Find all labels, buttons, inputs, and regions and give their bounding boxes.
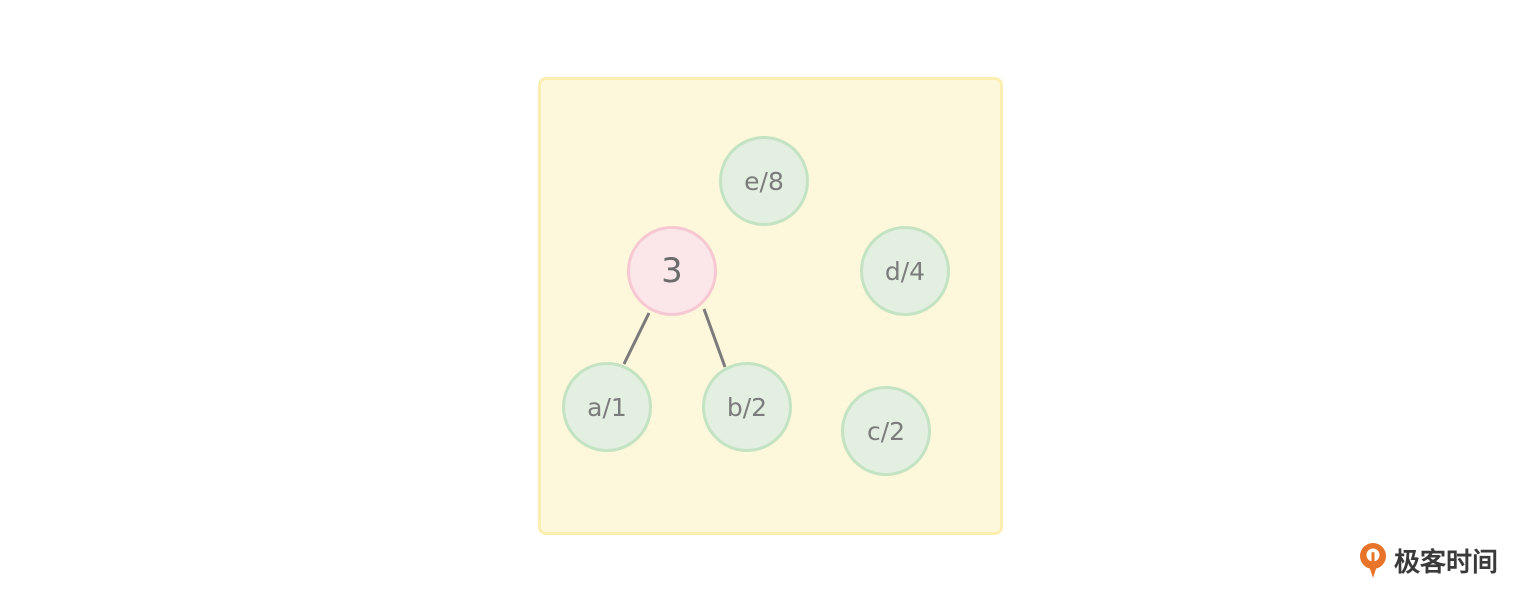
node-e: e/8: [719, 136, 809, 226]
edge-3-to-b: [702, 308, 727, 368]
watermark-logo: 极客时间: [1358, 540, 1498, 580]
node-a-label: a/1: [587, 392, 627, 422]
node-b: b/2: [702, 362, 792, 452]
node-c: c/2: [841, 386, 931, 476]
node-c-label: c/2: [866, 416, 906, 446]
node-b-label: b/2: [726, 392, 768, 422]
node-a: a/1: [562, 362, 652, 452]
geektime-logo-icon: [1360, 543, 1386, 578]
node-merged-3-label: 3: [661, 251, 683, 291]
watermark-text: 极客时间: [1394, 547, 1499, 578]
node-merged-3: 3: [627, 226, 717, 316]
edge-3-to-a: [622, 312, 651, 365]
node-d: d/4: [860, 226, 950, 316]
node-d-label: d/4: [884, 256, 926, 286]
node-e-label: e/8: [744, 166, 784, 196]
